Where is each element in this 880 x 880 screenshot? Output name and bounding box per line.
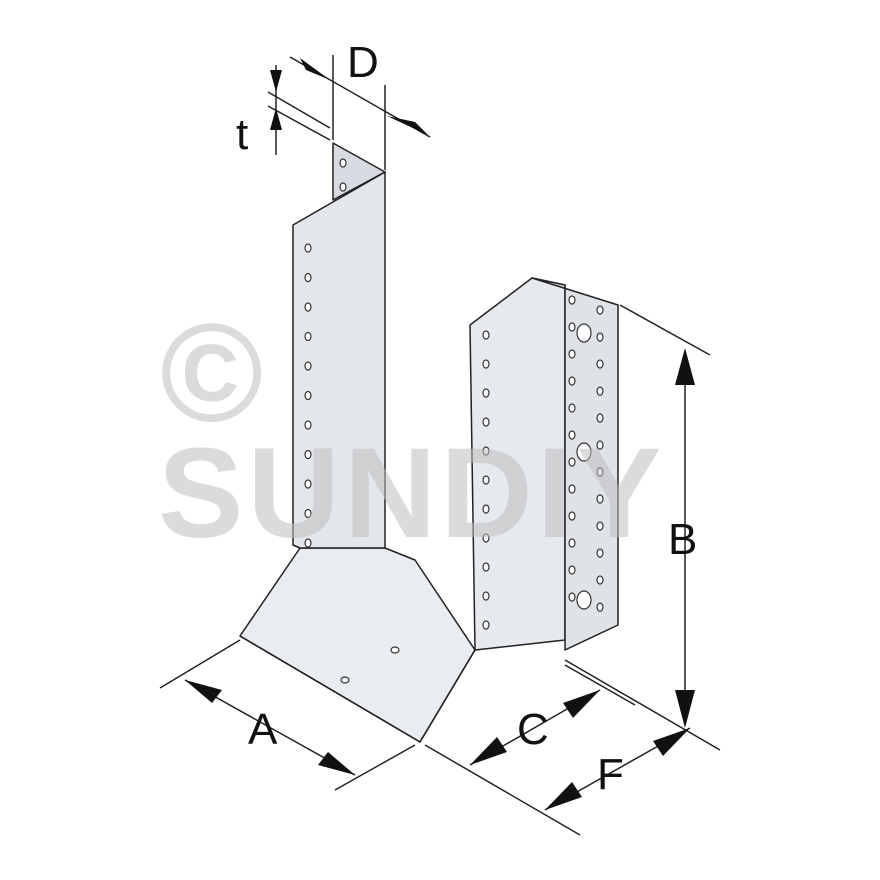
nail-hole: [568, 592, 576, 602]
nail-hole: [568, 349, 576, 359]
nail-hole: [304, 272, 312, 283]
nail-holes: [304, 158, 604, 684]
label-b: B: [668, 515, 698, 564]
nail-hole: [568, 538, 576, 548]
nail-hole: [568, 322, 576, 332]
watermark-text: SUNDIY: [158, 422, 666, 565]
nail-hole: [482, 562, 490, 572]
seat-front-edge: [239, 635, 476, 743]
nail-hole: [482, 591, 490, 601]
dimension-arrows: [185, 58, 695, 810]
nail-hole: [596, 413, 604, 423]
nail-hole: [304, 243, 312, 253]
nail-hole: [596, 521, 604, 531]
nail-hole: [568, 484, 576, 494]
nail-hole: [304, 449, 312, 460]
nail-hole: [596, 548, 604, 558]
nail-hole: [482, 533, 490, 543]
nail-hole: [568, 565, 576, 575]
watermark-copyright: ©: [160, 294, 264, 451]
nail-hole: [304, 508, 312, 519]
nail-hole: [568, 511, 576, 521]
nail-hole: [568, 376, 576, 386]
nail-hole: [482, 359, 490, 369]
nail-hole: [482, 330, 490, 340]
nail-hole: [596, 305, 604, 315]
nail-hole: [596, 386, 604, 396]
nail-hole: [304, 302, 312, 312]
nail-hole: [596, 602, 604, 612]
nail-hole: [304, 390, 312, 401]
nail-hole: [596, 494, 604, 504]
label-t: t: [236, 110, 249, 159]
nail-hole: [568, 457, 576, 467]
nail-hole: [482, 504, 490, 514]
nail-hole: [596, 467, 604, 477]
nail-hole: [304, 361, 312, 371]
nail-hole: [568, 430, 576, 440]
nail-hole: [482, 388, 490, 398]
nail-hole: [482, 417, 490, 427]
nail-hole: [304, 538, 312, 548]
nail-hole: [304, 331, 312, 342]
nail-hole: [304, 479, 312, 489]
nail-hole: [596, 575, 604, 585]
label-f: F: [597, 750, 624, 799]
nail-hole: [596, 440, 604, 450]
label-d: D: [347, 38, 379, 87]
nail-hole: [568, 403, 576, 413]
nail-hole: [482, 446, 490, 456]
nail-hole: [482, 475, 490, 485]
nail-hole: [568, 295, 576, 305]
nail-hole: [596, 359, 604, 369]
label-c: C: [517, 705, 549, 754]
nail-hole: [596, 332, 604, 342]
nail-hole: [304, 420, 312, 430]
nail-hole: [482, 620, 490, 630]
label-a: A: [248, 705, 278, 754]
